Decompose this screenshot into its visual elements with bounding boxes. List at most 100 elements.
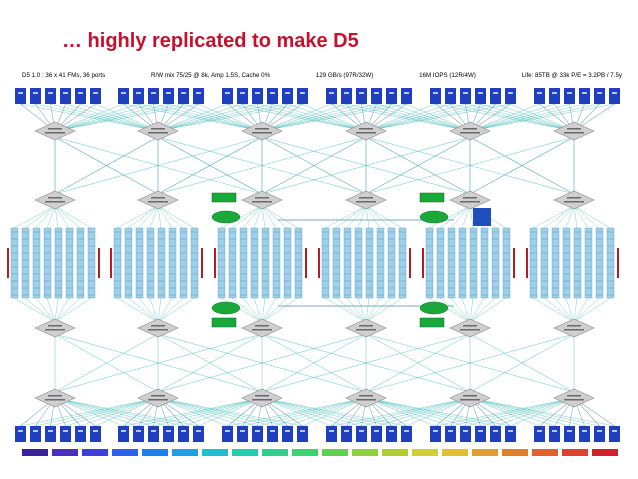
port-block — [594, 88, 605, 104]
legend-swatch — [202, 449, 228, 456]
flash-edge-marker — [7, 248, 9, 278]
port-label-mark — [33, 430, 38, 432]
link-line — [565, 297, 575, 323]
summary-rw-mix: R/W mix 75/25 @ 8k, Amp 1.5S, Cache 0% — [151, 72, 271, 79]
port-block — [282, 426, 293, 442]
node-label-mark — [148, 132, 168, 134]
legend-swatch — [412, 449, 438, 456]
node-label-mark — [151, 128, 165, 130]
link-line — [157, 297, 184, 323]
port-label-mark — [612, 92, 617, 94]
port-block — [326, 426, 337, 442]
switch-node-upper — [449, 190, 491, 210]
port-label-mark — [478, 92, 483, 94]
controller-node — [211, 210, 241, 224]
link-line — [365, 136, 471, 195]
port-block — [118, 426, 129, 442]
slide-title: … highly replicated to make D5 — [62, 30, 359, 52]
link-line — [54, 136, 159, 195]
link-line — [157, 205, 184, 229]
link-line — [261, 297, 299, 323]
node-label-mark — [460, 201, 480, 203]
node-label-mark — [463, 128, 477, 130]
flash-module — [124, 227, 133, 299]
controller-node — [419, 301, 449, 315]
link-line — [357, 205, 367, 229]
link-line — [428, 205, 471, 229]
port-block — [282, 88, 293, 104]
link-line — [157, 103, 273, 132]
port-label-mark — [389, 92, 394, 94]
port-label-mark — [166, 430, 171, 432]
link-line — [138, 297, 159, 323]
flash-module — [447, 227, 456, 299]
port-block — [15, 88, 26, 104]
flash-module — [321, 227, 330, 299]
port-block — [445, 88, 456, 104]
port-block — [356, 426, 367, 442]
node-label-mark — [356, 132, 376, 134]
flash-edge-marker — [617, 248, 619, 278]
legend-swatch — [442, 449, 468, 456]
node-label-mark — [151, 197, 165, 199]
link-line — [335, 205, 367, 229]
port-block — [178, 88, 189, 104]
flash-edge-marker — [98, 248, 100, 278]
link-line — [573, 297, 578, 323]
link-line — [54, 205, 70, 229]
port-label-mark — [597, 92, 602, 94]
link-line — [365, 333, 471, 393]
link-line — [365, 397, 511, 427]
link-line — [573, 205, 600, 229]
link-line — [54, 103, 124, 132]
flash-module — [54, 227, 63, 299]
link-line — [127, 205, 159, 229]
link-line — [543, 297, 575, 323]
node-label-mark — [460, 132, 480, 134]
port-block — [267, 88, 278, 104]
switch-node-lower — [137, 318, 179, 338]
port-label-mark — [93, 430, 98, 432]
port-label-mark — [166, 92, 171, 94]
flash-module — [387, 227, 396, 299]
port-block — [490, 426, 501, 442]
port-block — [401, 88, 412, 104]
link-line — [157, 397, 228, 427]
node-label-mark — [45, 201, 65, 203]
node-label-mark — [48, 395, 62, 397]
port-label-mark — [151, 430, 156, 432]
link-line — [261, 103, 407, 132]
link-line — [157, 136, 263, 195]
port-block — [237, 88, 248, 104]
link-line — [573, 297, 589, 323]
port-label-mark — [300, 92, 305, 94]
port-block — [45, 426, 56, 442]
link-line — [116, 205, 159, 229]
port-label-mark — [78, 92, 83, 94]
legend-swatch — [532, 449, 558, 456]
link-line — [554, 297, 575, 323]
link-line — [261, 297, 266, 323]
switch-node-upper — [553, 190, 595, 210]
port-block — [534, 88, 545, 104]
flash-module — [21, 227, 30, 299]
port-label-mark — [285, 92, 290, 94]
flash-module — [529, 227, 538, 299]
port-label-mark — [63, 430, 68, 432]
port-label-mark — [121, 430, 126, 432]
port-label-mark — [567, 92, 572, 94]
summary-config: D5 1.0 : 36 x 41 FMs, 36 ports — [22, 72, 106, 79]
port-block — [564, 426, 575, 442]
flash-edge-marker — [214, 248, 216, 278]
flash-module — [250, 227, 259, 299]
port-block — [148, 88, 159, 104]
port-block — [75, 88, 86, 104]
port-label-mark — [93, 92, 98, 94]
link-line — [324, 205, 367, 229]
node-label-mark — [45, 329, 65, 331]
flash-module — [540, 227, 549, 299]
port-label-mark — [63, 92, 68, 94]
link-line — [469, 333, 575, 393]
link-line — [13, 205, 56, 229]
